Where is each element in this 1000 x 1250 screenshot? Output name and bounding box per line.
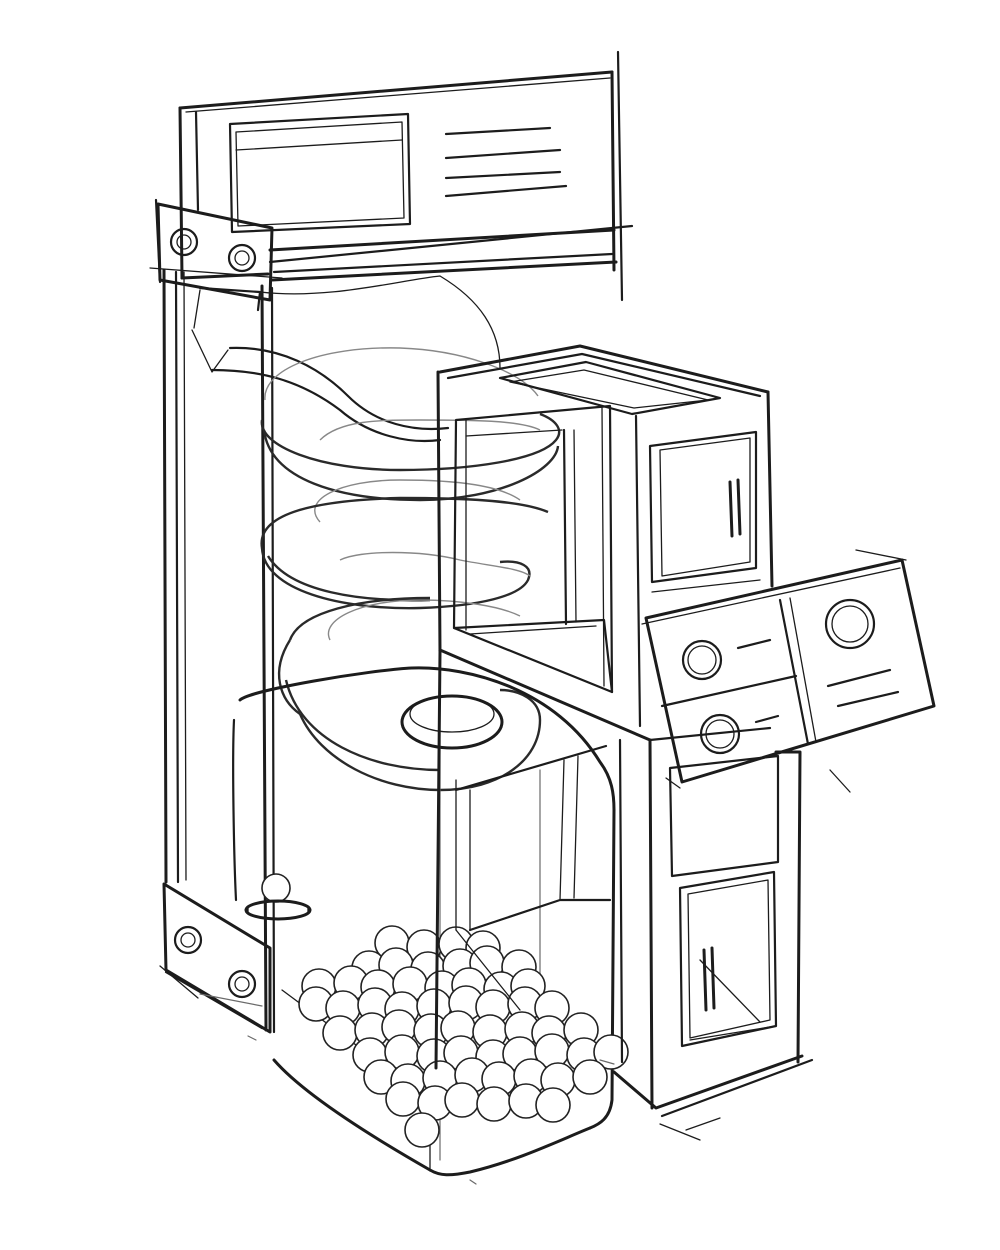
entry-chute: [191, 275, 501, 443]
upper-bolted-bracket: [149, 198, 283, 302]
front-posts: [162, 268, 276, 1034]
ball: [535, 1087, 571, 1123]
knob-icon: [699, 713, 741, 755]
lower-cabinet: [434, 650, 814, 1141]
ball-pile: [298, 925, 629, 1148]
spiral-track: [191, 275, 561, 792]
ball: [385, 1081, 421, 1117]
handle-icon: [702, 946, 716, 1012]
display-text-lines: [444, 126, 568, 198]
ball: [572, 1059, 608, 1095]
knob-icon: [681, 639, 723, 681]
ball: [476, 1086, 512, 1122]
display-screen: [228, 112, 412, 234]
bolt-icon: [227, 969, 257, 999]
single-ball-on-stand: [244, 873, 312, 921]
bolt-icon: [173, 925, 203, 955]
control-panel: [641, 549, 936, 793]
bolt-icon: [169, 227, 199, 257]
lower-bolted-bracket: [159, 882, 272, 1034]
sketch-strokes: [199, 993, 615, 1185]
spiral-outlet: [400, 694, 504, 750]
handle-icon: [728, 478, 742, 538]
ball: [322, 1015, 358, 1051]
ball: [404, 1112, 440, 1148]
knob-icon: [824, 598, 876, 650]
upper-cabinet: [436, 344, 774, 742]
ball: [444, 1082, 480, 1118]
bolt-icon: [227, 243, 257, 273]
top-display-panel: [178, 50, 634, 302]
